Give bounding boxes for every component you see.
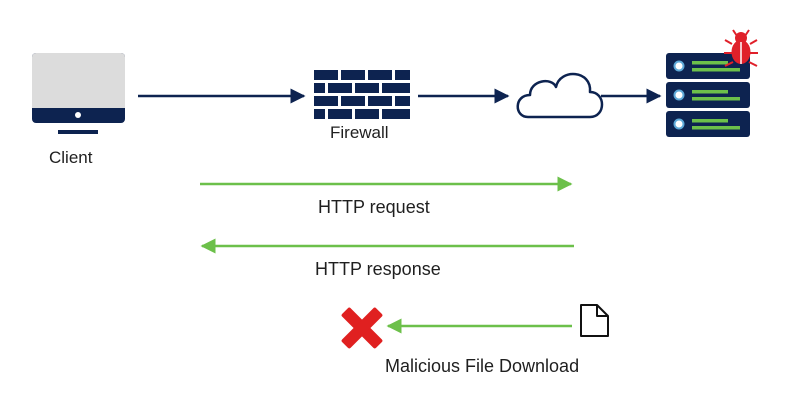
document-icon — [580, 304, 609, 337]
firewall-label: Firewall — [330, 123, 389, 142]
cloud-icon — [516, 72, 604, 119]
malicious-download-label: Malicious File Download — [385, 356, 580, 376]
red-x-icon — [341, 307, 383, 349]
http-request-label: HTTP request — [318, 197, 430, 217]
monitor-icon — [32, 53, 125, 134]
http-response-label: HTTP response — [315, 259, 441, 279]
client-label: Client — [49, 148, 93, 167]
brick-wall-icon — [314, 70, 410, 119]
server-rack-icon — [666, 53, 750, 137]
